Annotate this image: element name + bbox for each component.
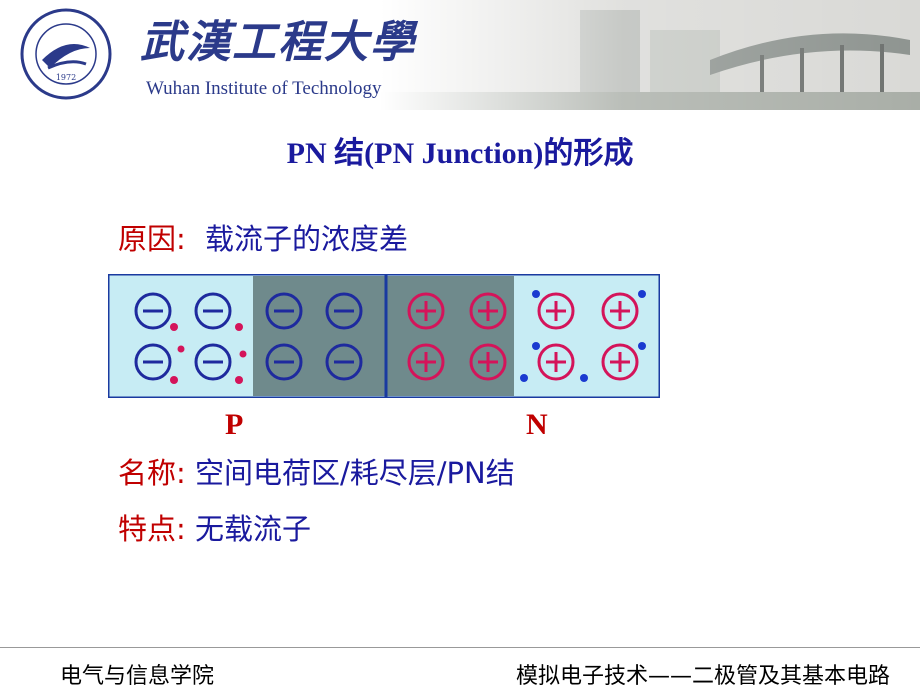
electrons: [520, 290, 646, 382]
slide-title: PN 结(PN Junction)的形成: [286, 137, 634, 170]
positive-ion: [601, 343, 639, 381]
slide-header: 1972 武漢工程大學 Wuhan Institute of Technolog…: [0, 0, 920, 110]
negative-ion: [325, 343, 363, 381]
hole: [170, 323, 178, 331]
electron: [520, 374, 528, 382]
positive-ion: [601, 292, 639, 330]
name-line: 名称: 空间电荷区/耗尽层/PN结: [118, 450, 515, 492]
negative-ion: [265, 292, 303, 330]
feature-label: 特点:: [118, 512, 186, 546]
name-text: 空间电荷区/耗尽层/PN结: [195, 456, 515, 490]
electron: [532, 342, 540, 350]
hole: [177, 345, 185, 353]
holes: [170, 323, 247, 384]
electron: [638, 290, 646, 298]
cause-label: 原因:: [118, 222, 186, 256]
hole: [239, 350, 247, 358]
footer-course: 模拟电子技术——二极管及其基本电路: [515, 664, 890, 689]
university-name-en: Wuhan Institute of Technology: [146, 78, 382, 99]
pn-junction-diagram: [108, 274, 660, 398]
negative-ion: [194, 292, 232, 330]
cause-text: 载流子的浓度差: [205, 222, 409, 256]
feature-text: 无载流子: [195, 512, 312, 546]
electron: [580, 374, 588, 382]
negative-ion: [134, 343, 172, 381]
electron: [532, 290, 540, 298]
hole: [170, 376, 178, 384]
university-name-cn: 武漢工程大學: [140, 17, 416, 68]
hole: [235, 376, 243, 384]
positive-ion: [537, 343, 575, 381]
slide-footer: 电气与信息学院 模拟电子技术——二极管及其基本电路: [0, 647, 920, 691]
negative-ion: [194, 343, 232, 381]
footer-department: 电气与信息学院: [60, 664, 215, 689]
name-label: 名称:: [118, 456, 186, 490]
svg-text:1972: 1972: [56, 73, 76, 82]
feature-line: 特点: 无载流子: [118, 506, 311, 548]
negative-ions: [134, 292, 363, 381]
cause-line: 原因: 载流子的浓度差: [118, 216, 408, 258]
negative-ion: [325, 292, 363, 330]
positive-ions: [407, 292, 639, 381]
hole: [235, 323, 243, 331]
positive-ion: [407, 343, 445, 381]
positive-ion: [537, 292, 575, 330]
p-region-label: P: [225, 408, 244, 441]
positive-ion: [469, 292, 507, 330]
positive-ion: [469, 343, 507, 381]
campus-photo: [380, 0, 920, 110]
electron: [638, 342, 646, 350]
negative-ion: [265, 343, 303, 381]
depletion-p-side: [253, 276, 385, 396]
positive-ion: [407, 292, 445, 330]
university-logo: 1972: [20, 8, 112, 100]
negative-ion: [134, 292, 172, 330]
n-region-label: N: [526, 408, 548, 441]
